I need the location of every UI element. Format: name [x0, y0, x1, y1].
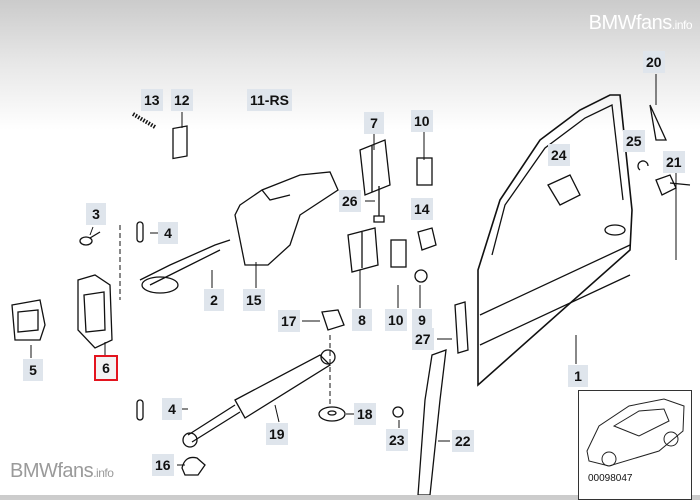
part-label-18[interactable]: 18	[354, 403, 376, 425]
check-arm-part	[234, 171, 339, 266]
part-label-17[interactable]: 17	[278, 310, 300, 332]
part-label-4-upper[interactable]: 4	[158, 222, 178, 244]
spring-part	[131, 112, 157, 129]
part-label-9[interactable]: 9	[412, 309, 432, 331]
gas-strut-part	[187, 354, 332, 443]
part-label-22[interactable]: 22	[452, 430, 474, 452]
watermark-top: BMWfans.info	[588, 12, 693, 35]
diagram-code: 00098047	[588, 473, 633, 484]
part-label-2[interactable]: 2	[204, 289, 224, 311]
cover-6-part	[77, 274, 113, 349]
part-label-11-rs[interactable]: 11-RS	[247, 89, 292, 111]
part-label-8[interactable]: 8	[352, 309, 372, 331]
part-label-20[interactable]: 20	[643, 51, 665, 73]
part-label-1[interactable]: 1	[568, 365, 588, 387]
part-label-13[interactable]: 13	[141, 89, 163, 111]
cover-5-part	[11, 299, 46, 341]
part-label-3[interactable]: 3	[86, 203, 106, 225]
door-part	[477, 94, 633, 387]
part-label-12[interactable]: 12	[171, 89, 193, 111]
part-label-5[interactable]: 5	[23, 359, 43, 381]
part-label-7[interactable]: 7	[364, 112, 384, 134]
trim-strip-part	[417, 349, 447, 495]
part-label-16[interactable]: 16	[152, 454, 174, 476]
part-label-26[interactable]: 26	[339, 190, 361, 212]
watermark-suffix: .info	[93, 466, 114, 480]
hinge-lower-part	[347, 227, 379, 273]
leader-lines	[30, 74, 677, 466]
part-label-10-lower[interactable]: 10	[385, 309, 407, 331]
car-outline-icon	[586, 398, 685, 467]
part-label-14[interactable]: 14	[411, 198, 433, 220]
hinge-upper-part	[359, 139, 391, 196]
vehicle-thumbnail	[578, 390, 692, 500]
part-label-6-selected[interactable]: 6	[94, 355, 118, 381]
part-label-23[interactable]: 23	[386, 429, 408, 451]
part-label-10-upper[interactable]: 10	[411, 110, 433, 132]
part-label-4-lower[interactable]: 4	[162, 398, 182, 420]
watermark-suffix: .info	[671, 18, 693, 32]
part-label-25[interactable]: 25	[623, 130, 645, 152]
watermark-brand: BMWfans	[10, 460, 94, 482]
part-label-27[interactable]: 27	[412, 328, 434, 350]
part-label-19[interactable]: 19	[266, 423, 288, 445]
part-label-15[interactable]: 15	[243, 289, 265, 311]
watermark-brand: BMWfans	[588, 12, 673, 34]
watermark-bottom: BMWfans.info	[10, 460, 114, 483]
part-label-24[interactable]: 24	[548, 144, 570, 166]
part-label-21[interactable]: 21	[663, 151, 685, 173]
